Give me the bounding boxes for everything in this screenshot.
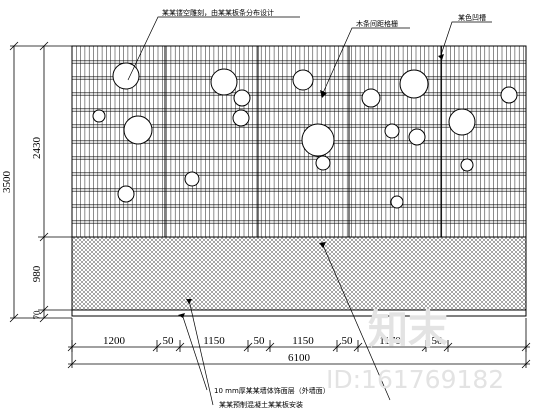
screen-panel (71, 45, 527, 238)
leader-line (440, 21, 492, 56)
circle-opening (361, 88, 381, 108)
tick-mark (9, 313, 19, 323)
circle-opening (292, 69, 314, 91)
arrowhead (319, 242, 326, 248)
circle-opening (117, 185, 135, 203)
circle-opening (232, 109, 250, 127)
circular-openings (92, 62, 518, 209)
leader-arrowheads (178, 54, 444, 318)
dim-base-label: 70 (32, 310, 42, 320)
dim-segment-label: 50 (432, 335, 444, 347)
circle-opening (112, 62, 140, 90)
circle-opening (92, 109, 106, 123)
dim-segment-label: 1150 (203, 335, 225, 347)
tick-mark (521, 359, 531, 369)
dim-segment-label: 50 (342, 335, 354, 347)
horizontal-ticks (67, 340, 531, 369)
watermark-id: ID:161769182 (326, 365, 504, 394)
circle-opening (384, 123, 400, 139)
annotation-top-right: 某色凹槽 (458, 13, 486, 22)
arrowhead (186, 299, 192, 304)
circle-opening (315, 155, 331, 171)
arrowhead (438, 54, 444, 60)
circle-opening (448, 108, 476, 136)
leader-line (322, 27, 410, 94)
leader-line (181, 313, 208, 391)
base-coping (71, 309, 527, 317)
dim-segment-label: 50 (254, 335, 266, 347)
dim-lower-label: 980 (31, 265, 43, 282)
circle-opening (390, 195, 404, 209)
vertical-dimensions (9, 41, 72, 323)
leader-lines (127, 16, 492, 406)
arrowhead (320, 90, 327, 98)
tick-mark (39, 41, 49, 51)
circle-opening (500, 86, 518, 104)
dim-segment-label: 50 (163, 335, 175, 347)
tick-mark (9, 41, 19, 51)
leader-line (188, 299, 214, 406)
tick-mark (39, 232, 49, 242)
circle-opening (408, 128, 426, 146)
annotation-top-middle: 木条间距格栅 (356, 19, 398, 28)
dim-total-width-label: 6100 (288, 352, 311, 364)
dim-segment-label: 1200 (103, 335, 126, 347)
tick-mark (39, 313, 49, 323)
annotation-bottom-2: 某某预制混凝土某某板安装 (219, 400, 303, 409)
base-wall (71, 236, 527, 317)
dim-segment-label: 1150 (292, 335, 314, 347)
horizontal-dimension-labels: 1200 50 1150 50 1150 50 1170 50 (103, 335, 443, 347)
watermark-brand: 知末 (368, 307, 448, 353)
dim-upper-label: 2430 (31, 137, 43, 160)
arrowhead (178, 313, 185, 318)
circle-opening (460, 158, 474, 172)
horizontal-dimensions (67, 318, 531, 369)
dim-segment-label: 1170 (379, 335, 401, 347)
circle-opening (123, 115, 153, 145)
tick-mark (39, 305, 49, 315)
circle-opening (184, 171, 200, 187)
circle-opening (399, 69, 429, 99)
annotation-bottom-1: 10 mm厚某某墙体饰面层（外墙面） (214, 386, 330, 395)
leader-line (321, 242, 391, 401)
leader-line (127, 16, 300, 81)
tick-mark (67, 359, 77, 369)
base-wall-hatch (71, 236, 527, 311)
circle-opening (301, 123, 335, 157)
circle-opening (210, 68, 238, 96)
dim-total-height-label: 3500 (1, 171, 13, 194)
annotation-top-left: 某某镂空雕刻，由某某板条分布设计 (162, 8, 274, 17)
circle-opening (233, 89, 251, 107)
